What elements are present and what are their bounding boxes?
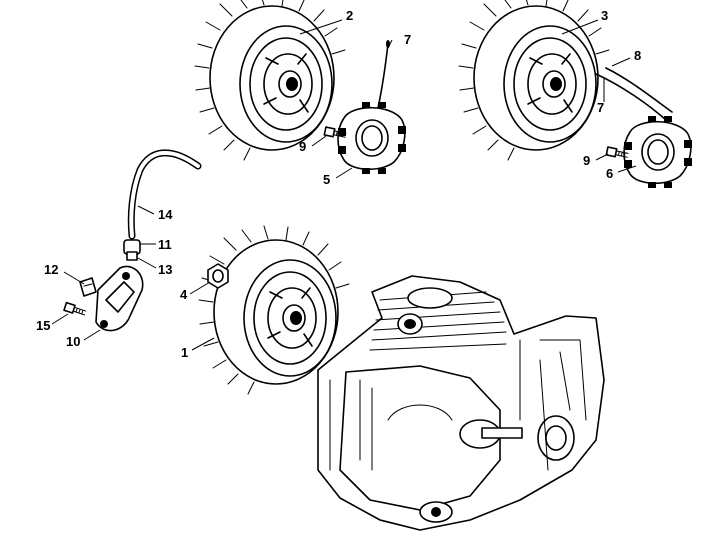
callout-9-right: 9 — [583, 153, 590, 168]
callout-8: 8 — [634, 48, 641, 63]
generator-coil-part-5 — [337, 101, 407, 175]
callout-10: 10 — [66, 334, 80, 349]
flywheel-part-2 — [194, 0, 346, 161]
callout-6: 6 — [606, 166, 613, 181]
callout-4: 4 — [180, 287, 188, 302]
callout-15: 15 — [36, 318, 50, 333]
leader-lines — [51, 19, 637, 351]
generator-coil-part-6 — [623, 115, 693, 189]
callout-9-left: 9 — [299, 139, 306, 154]
callout-12: 12 — [44, 262, 58, 277]
callout-14: 14 — [158, 207, 173, 222]
callout-5: 5 — [323, 172, 330, 187]
callout-labels: 2 3 7 8 7 9 9 5 6 14 11 13 12 4 15 10 1 — [36, 8, 641, 360]
callout-13: 13 — [158, 262, 172, 277]
spark-plug-boot-part-13 — [123, 239, 141, 261]
callout-3: 3 — [601, 8, 608, 23]
wire-part-8 — [605, 67, 673, 113]
callout-11: 11 — [158, 237, 172, 252]
callout-1: 1 — [181, 345, 188, 360]
callout-2: 2 — [346, 8, 353, 23]
contact-part-12 — [79, 277, 97, 297]
nut-part-4 — [207, 263, 229, 289]
wire-part-7-left — [377, 43, 389, 109]
wire-part-7-right — [595, 73, 667, 121]
callout-7-left: 7 — [404, 32, 411, 47]
engine-crankcase-assembly — [317, 275, 605, 531]
callout-7-right: 7 — [597, 100, 604, 115]
ignition-module-part-10 — [95, 265, 144, 332]
